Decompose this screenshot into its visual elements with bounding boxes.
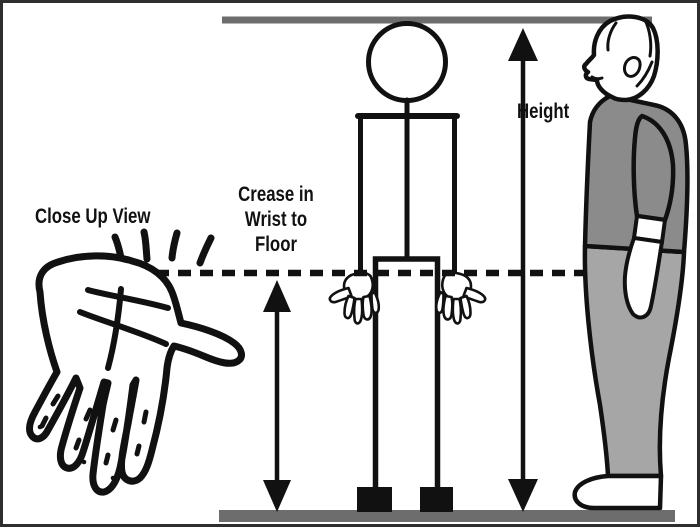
stick-figure-legs bbox=[372, 256, 441, 493]
close-up-hand-icon bbox=[25, 228, 245, 496]
floor-bar bbox=[219, 510, 675, 522]
person-hair-ear-details bbox=[590, 18, 654, 88]
height-arrow-top-head bbox=[508, 28, 538, 61]
diagram-drawing bbox=[25, 14, 690, 522]
stick-figure-head bbox=[366, 21, 448, 103]
wrist-floor-arrow-bottom-head bbox=[263, 480, 291, 512]
crease-label-line3: Floor bbox=[255, 233, 297, 256]
stick-figure-right-foot bbox=[420, 487, 453, 512]
stick-figure-left-foot bbox=[357, 487, 392, 512]
close-up-view-label: Close Up View bbox=[35, 205, 151, 228]
ceiling-bar bbox=[222, 16, 652, 24]
crease-label-line2: Wrist to bbox=[244, 208, 308, 231]
wrist-floor-arrow bbox=[263, 280, 291, 512]
standing-person-icon bbox=[572, 14, 690, 511]
person-head bbox=[582, 14, 660, 103]
person-hand bbox=[622, 236, 664, 320]
stick-figure-left-hand bbox=[328, 271, 381, 325]
crease-label-line1: Crease in bbox=[238, 183, 314, 206]
person-shoe bbox=[572, 473, 664, 511]
stick-figure bbox=[355, 21, 460, 512]
wrist-floor-arrow-top-head bbox=[263, 280, 291, 312]
stick-figure-right-hand bbox=[434, 271, 487, 325]
height-arrow-bottom-head bbox=[508, 479, 538, 512]
crease-in-wrist-to-floor-label: Crease in Wrist to Floor bbox=[228, 182, 324, 257]
height-arrow bbox=[508, 28, 538, 512]
height-label: Height bbox=[517, 100, 570, 123]
